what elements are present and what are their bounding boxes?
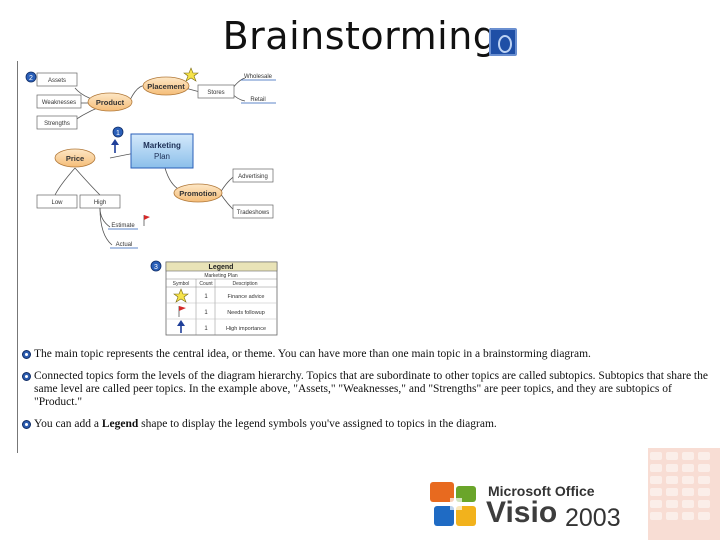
callout-1: 1 bbox=[112, 126, 124, 138]
notes-list: The main topic represents the central id… bbox=[20, 348, 710, 440]
topic-low: Low bbox=[36, 194, 78, 209]
topic-strengths: Strengths bbox=[36, 115, 78, 130]
diagram: 2 1 3 Assets Weaknesses Strengths Produc… bbox=[25, 67, 278, 336]
topic-assets: Assets bbox=[36, 72, 78, 87]
note-text-after: shape to display the legend symbols you'… bbox=[138, 418, 497, 430]
legend-title: Legend bbox=[209, 264, 234, 271]
topic-product: Product bbox=[87, 92, 133, 112]
callout-label: 2 bbox=[29, 75, 33, 82]
callout-label: 1 bbox=[116, 130, 120, 137]
topic-placement: Placement bbox=[142, 76, 190, 96]
svg-text:Weaknesses: Weaknesses bbox=[42, 100, 76, 106]
legend-count: 1 bbox=[204, 294, 208, 300]
visio-logo-icon bbox=[430, 482, 476, 526]
legend-header-count: Count bbox=[199, 281, 213, 287]
callout-label: 3 bbox=[154, 264, 158, 271]
svg-text:Marketing: Marketing bbox=[143, 141, 181, 150]
svg-text:Estimate: Estimate bbox=[111, 223, 135, 229]
brand-line-3: 2003 bbox=[565, 504, 621, 532]
topic-promotion: Promotion bbox=[173, 183, 223, 203]
svg-text:Plan: Plan bbox=[154, 152, 170, 161]
legend-description: Needs followup bbox=[227, 310, 265, 316]
svg-text:Promotion: Promotion bbox=[179, 189, 217, 198]
note-item: You can add a Legend shape to display th… bbox=[20, 418, 710, 431]
legend-count: 1 bbox=[204, 310, 208, 316]
svg-text:Stores: Stores bbox=[207, 90, 224, 96]
topic-advertising: Advertising bbox=[232, 168, 274, 183]
svg-text:Actual: Actual bbox=[116, 242, 133, 248]
svg-text:Assets: Assets bbox=[48, 78, 66, 84]
svg-text:Placement: Placement bbox=[147, 82, 185, 91]
flag-icon bbox=[143, 215, 150, 226]
callout-2: 2 bbox=[25, 71, 37, 83]
note-text: The main topic represents the central id… bbox=[34, 348, 591, 360]
info-icon bbox=[489, 28, 517, 56]
flag-icon bbox=[178, 306, 186, 317]
slide-title: Brainstorming bbox=[222, 14, 498, 58]
central-topic: Marketing Plan bbox=[130, 133, 194, 169]
svg-text:Tradeshows: Tradeshows bbox=[237, 210, 269, 216]
topic-weaknesses: Weaknesses bbox=[36, 94, 82, 109]
topic-estimate: Estimate bbox=[108, 223, 138, 230]
svg-text:Low: Low bbox=[51, 200, 63, 206]
topic-price: Price bbox=[54, 148, 96, 168]
legend-header-symbol: Symbol bbox=[173, 281, 190, 287]
svg-text:Advertising: Advertising bbox=[238, 174, 268, 180]
bullet-icon bbox=[22, 350, 31, 359]
note-item: Connected topics form the levels of the … bbox=[20, 370, 710, 409]
legend-description: High importance bbox=[226, 326, 266, 332]
topic-high: High bbox=[79, 194, 121, 209]
legend-term: Legend bbox=[101, 418, 139, 430]
legend: Legend Marketing Plan Symbol Count Descr… bbox=[165, 261, 278, 336]
note-item: The main topic represents the central id… bbox=[20, 348, 710, 361]
legend-description: Finance advice bbox=[228, 294, 265, 300]
svg-text:Strengths: Strengths bbox=[44, 121, 70, 127]
svg-text:Product: Product bbox=[96, 98, 125, 107]
topic-retail: Retail bbox=[241, 97, 276, 104]
legend-subtitle: Marketing Plan bbox=[204, 273, 238, 279]
brand-line-2: Visio bbox=[486, 496, 558, 529]
topic-wholesale: Wholesale bbox=[241, 74, 276, 81]
legend-header-description: Description bbox=[232, 281, 257, 287]
callout-3: 3 bbox=[150, 260, 162, 272]
topic-stores: Stores bbox=[197, 84, 235, 99]
left-border bbox=[17, 61, 18, 453]
arrow-up-icon bbox=[177, 320, 185, 333]
svg-text:High: High bbox=[94, 200, 106, 206]
svg-text:Retail: Retail bbox=[250, 97, 265, 103]
star-icon bbox=[173, 288, 189, 303]
arrow-up-icon bbox=[111, 139, 119, 153]
topic-tradeshows: Tradeshows bbox=[232, 204, 274, 219]
note-text-before: You can add a bbox=[34, 418, 102, 430]
bullet-icon bbox=[22, 420, 31, 429]
legend-count: 1 bbox=[204, 326, 208, 332]
bullet-icon bbox=[22, 372, 31, 381]
star-icon bbox=[183, 67, 199, 82]
brand-line-1: Microsoft Office bbox=[488, 483, 595, 499]
svg-text:Price: Price bbox=[66, 154, 84, 163]
note-text: Connected topics form the levels of the … bbox=[34, 370, 708, 408]
svg-text:Wholesale: Wholesale bbox=[244, 74, 273, 80]
topic-actual: Actual bbox=[110, 242, 138, 249]
